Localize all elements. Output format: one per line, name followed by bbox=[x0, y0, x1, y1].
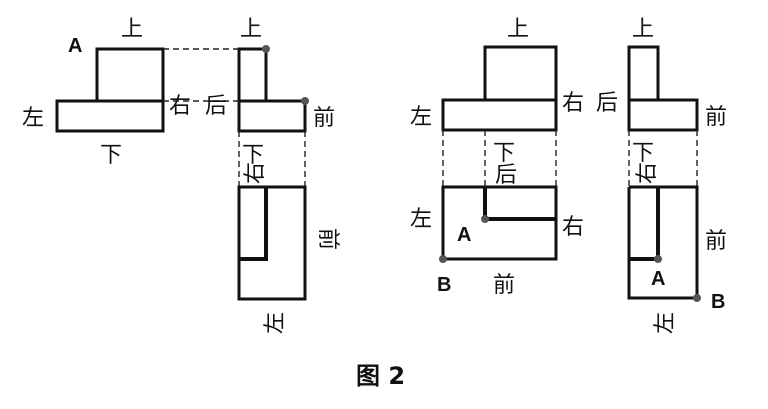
label-up-side: 上 bbox=[240, 17, 262, 42]
label-left-rotated: 左 bbox=[263, 312, 288, 334]
side-upper-block bbox=[627, 45, 660, 102]
vertex-dot bbox=[262, 45, 270, 53]
vertex-dot bbox=[301, 97, 309, 105]
label-left: 左 bbox=[22, 106, 44, 131]
label-front-lower: 前 bbox=[705, 229, 727, 254]
label-right-lower: 右 bbox=[562, 215, 584, 240]
label-back: 后 bbox=[205, 94, 227, 119]
figure-group-middle: 上 左 右 下 后 左 右 A B 前 bbox=[410, 17, 584, 298]
label-left-rotated: 左 bbox=[653, 312, 678, 334]
upper-block bbox=[95, 47, 165, 103]
label-up: 上 bbox=[121, 17, 143, 42]
vertex-dot bbox=[693, 294, 701, 302]
upper-block bbox=[483, 45, 558, 102]
figure-group-left: A 上 左 右 下 上 后 前 下 右 前 左 bbox=[22, 17, 340, 334]
label-front: 前 bbox=[705, 105, 727, 130]
label-front-rotated: 前 bbox=[315, 228, 340, 250]
label-up: 上 bbox=[632, 17, 654, 42]
label-up: 上 bbox=[507, 17, 529, 42]
figure-group-right: 上 后 前 下 右 前 A B 左 bbox=[596, 17, 727, 334]
side-lower-block bbox=[237, 99, 307, 133]
bottom-view-inner-edge bbox=[239, 187, 268, 261]
label-right: 右 bbox=[169, 94, 191, 119]
point-label-b: B bbox=[711, 291, 725, 313]
label-front: 前 bbox=[493, 273, 515, 298]
vertex-dot bbox=[439, 255, 447, 263]
side-view-inner-edge bbox=[629, 187, 660, 261]
label-back: 后 bbox=[495, 163, 517, 188]
label-right-rotated: 右 bbox=[243, 162, 268, 184]
label-right-rotated: 右 bbox=[635, 162, 660, 184]
lower-block bbox=[441, 98, 558, 132]
label-back: 后 bbox=[596, 91, 618, 116]
label-left-lower: 左 bbox=[410, 207, 432, 232]
bottom-view-box bbox=[237, 185, 307, 301]
side-lower-block bbox=[627, 98, 699, 132]
point-label-b: B bbox=[437, 274, 451, 296]
label-down-side: 下 bbox=[242, 143, 264, 168]
label-front: 前 bbox=[313, 106, 335, 131]
label-down: 下 bbox=[632, 141, 654, 166]
figure-caption: 图 2 bbox=[356, 362, 405, 390]
top-view-box bbox=[441, 185, 558, 261]
point-label-a: A bbox=[651, 268, 665, 290]
vertex-dot bbox=[654, 255, 662, 263]
top-view-inner-edge bbox=[483, 187, 556, 221]
label-right: 右 bbox=[562, 91, 584, 116]
label-down: 下 bbox=[493, 141, 515, 166]
vertex-dot bbox=[481, 215, 489, 223]
point-label-a: A bbox=[457, 224, 471, 246]
label-down: 下 bbox=[100, 143, 122, 168]
point-label-a: A bbox=[68, 35, 82, 57]
label-left: 左 bbox=[410, 105, 432, 130]
lower-block bbox=[55, 99, 165, 133]
side-upper-block bbox=[237, 47, 268, 103]
